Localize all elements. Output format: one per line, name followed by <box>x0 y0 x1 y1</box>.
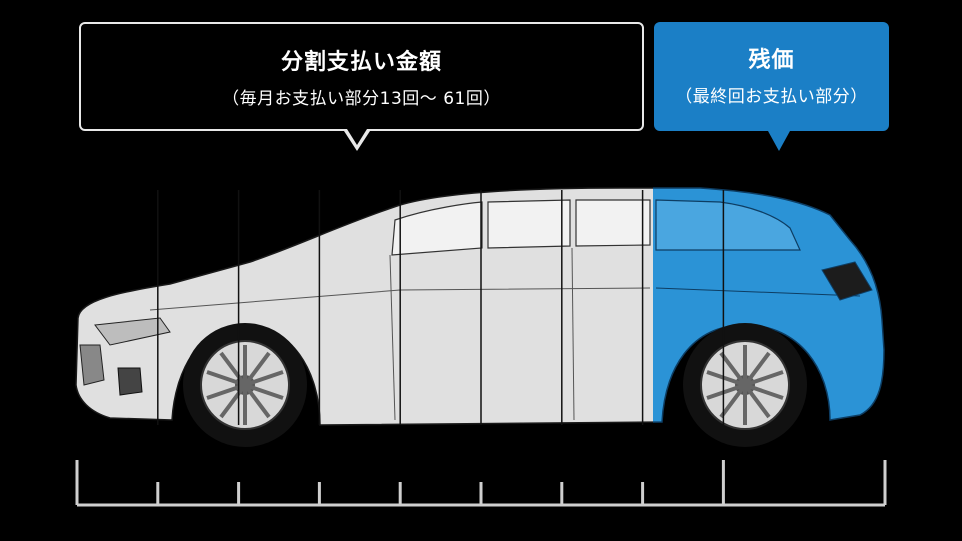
installment-amount-title: 分割支払い金額 <box>280 50 442 75</box>
payment-segment-dividers <box>157 190 725 425</box>
rear-door-line <box>571 247 575 421</box>
front-wheel <box>183 323 307 447</box>
installment-amount-subtitle: （毎月お支払い部分13回～ 61回） <box>222 89 501 109</box>
installment-amount-callout: 分割支払い金額 （毎月お支払い部分13回～ 61回） <box>79 22 644 131</box>
residual-value-subtitle: （最終回お支払い部分） <box>675 87 868 107</box>
front-side-window <box>487 199 571 249</box>
residual-value-callout: 残価 （最終回お支払い部分） <box>654 22 889 131</box>
rear-window <box>655 199 801 251</box>
installment-callout-pointer-fill <box>347 129 367 145</box>
front-window <box>391 201 483 256</box>
payment-scale-ruler <box>75 460 887 507</box>
headlight <box>94 317 171 346</box>
front-door-line <box>389 254 396 421</box>
rear-side-window <box>575 199 651 247</box>
front-air-intake <box>117 367 143 396</box>
rear-wheel <box>683 323 807 447</box>
beltline-rear <box>655 287 861 297</box>
residual-callout-pointer <box>768 131 790 151</box>
residual-value-title: 残価 <box>748 48 795 73</box>
front-grille <box>79 344 105 386</box>
taillight <box>821 261 873 301</box>
